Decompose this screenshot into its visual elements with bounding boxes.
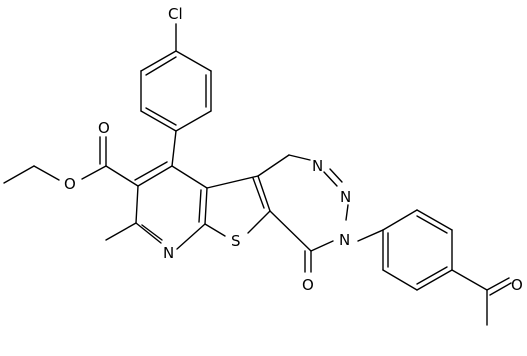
atom-label-n-triazine-1: N [312,157,323,175]
bond [140,50,177,72]
atom-label-cl: Cl [168,5,183,23]
bond [345,204,349,221]
atom-label-o-ester-ether: O [64,175,76,193]
atom-label-o-acetyl: O [511,276,523,294]
bond [81,165,107,180]
bond [141,224,163,241]
bond [204,223,226,237]
bond [416,215,448,234]
bond [486,277,510,291]
bond [357,229,384,242]
bond-layer [3,23,512,326]
bond [137,165,173,187]
bond [171,165,208,189]
bond [134,161,168,181]
bond [252,177,265,209]
atom-label-n-triazine-2: N [340,188,351,206]
bond [382,269,418,291]
bond [257,175,271,212]
bond [176,223,206,250]
bond [451,269,488,291]
bond [288,154,311,161]
bond [269,210,312,252]
atom-label-n-pyridine: N [163,244,174,262]
bond [145,107,177,126]
bond [206,175,259,189]
bond [382,209,418,231]
atom-label-s-thiophene: S [231,232,241,250]
bond [135,222,162,244]
bond [135,185,139,224]
bond [247,210,271,234]
bond [257,154,290,177]
atom-label-n-triazine-3: N [339,231,350,249]
bond [175,50,212,72]
bond [105,222,137,241]
bond [204,187,208,225]
bond [175,110,212,132]
bond [33,165,60,181]
bond [3,165,35,184]
bond [140,110,177,132]
bond [105,165,139,187]
bond [310,240,334,252]
bond [323,171,338,187]
bond [489,282,512,296]
bond [416,269,453,291]
bond [145,56,177,76]
atom-label-layer: Cl O O N S N N N O O [64,5,523,294]
bond [171,130,177,167]
bond [329,168,343,183]
atom-label-o-lactam: O [302,276,314,294]
atom-label-o-ester-carbonyl: O [98,119,110,137]
bond [198,189,202,223]
bond [416,266,448,285]
bond [416,209,453,231]
